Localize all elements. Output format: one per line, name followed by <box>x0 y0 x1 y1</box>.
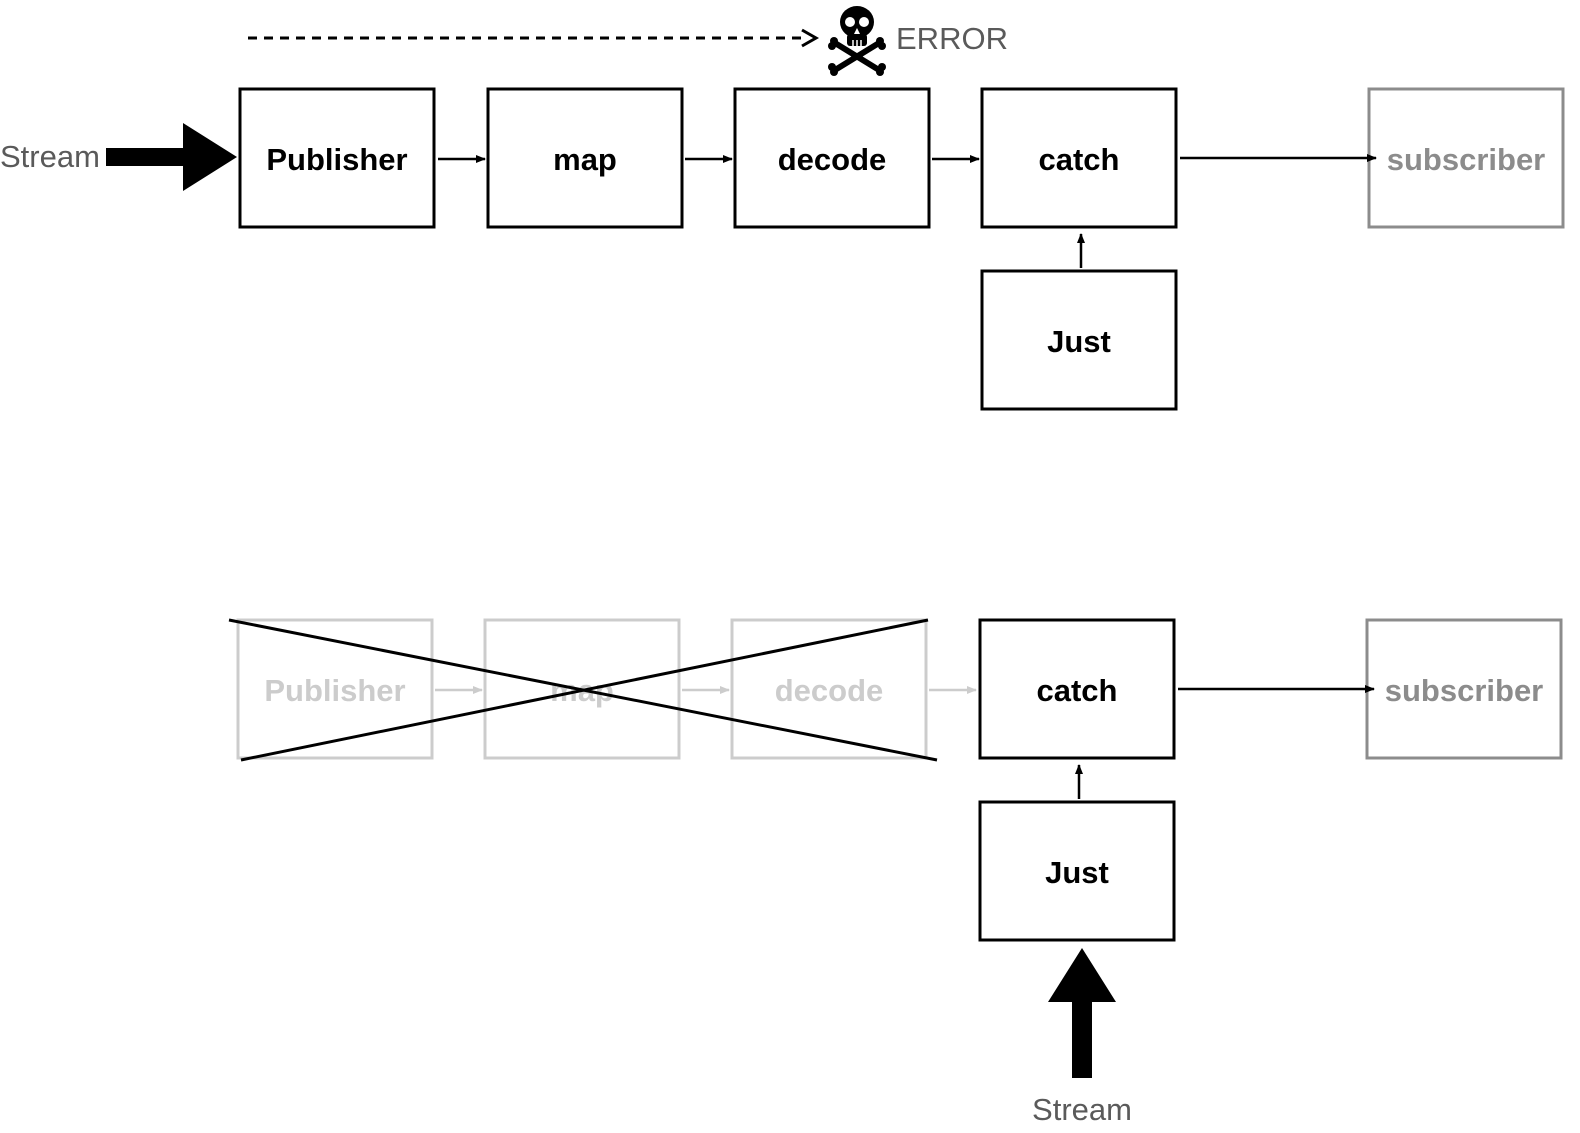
just-box-bottom: Just <box>978 800 1176 942</box>
decode-box-faded: decode <box>730 618 928 760</box>
stream-label-bottom: Stream <box>1032 1092 1132 1127</box>
stream-big-arrow <box>106 123 237 191</box>
just-box: Just <box>980 269 1178 411</box>
decode-label-faded: decode <box>775 673 884 708</box>
catch-label-bottom: catch <box>1037 673 1118 708</box>
stream-big-arrow-up <box>1048 948 1116 1078</box>
publisher-label-faded: Publisher <box>264 673 405 708</box>
catch-box-bottom: catch <box>978 618 1176 760</box>
just-label: Just <box>1047 324 1111 359</box>
subscriber-label: subscriber <box>1387 142 1546 177</box>
subscriber-box: subscriber <box>1367 87 1565 229</box>
error-dashed-arrow <box>248 28 820 48</box>
map-box: map <box>486 87 684 229</box>
publisher-box: Publisher <box>238 87 436 229</box>
publisher-label: Publisher <box>266 142 407 177</box>
skull-crossbones-icon <box>828 6 886 76</box>
subscriber-label-bottom: subscriber <box>1385 673 1544 708</box>
catch-box: catch <box>980 87 1178 229</box>
catch-label: catch <box>1039 142 1120 177</box>
decode-label: decode <box>778 142 887 177</box>
cross-out-mark <box>228 618 938 762</box>
map-label: map <box>553 142 617 177</box>
just-label-bottom: Just <box>1045 855 1109 890</box>
bottom-diagram: Publisher map decode catch subscriber <box>228 618 1563 1127</box>
stream-label: Stream <box>0 139 100 174</box>
decode-box: decode <box>733 87 931 229</box>
error-label: ERROR <box>896 21 1008 56</box>
publisher-box-faded: Publisher <box>236 618 434 760</box>
subscriber-box-bottom: subscriber <box>1365 618 1563 760</box>
top-diagram: ERROR Stream Publisher map decode catch … <box>0 6 1565 411</box>
